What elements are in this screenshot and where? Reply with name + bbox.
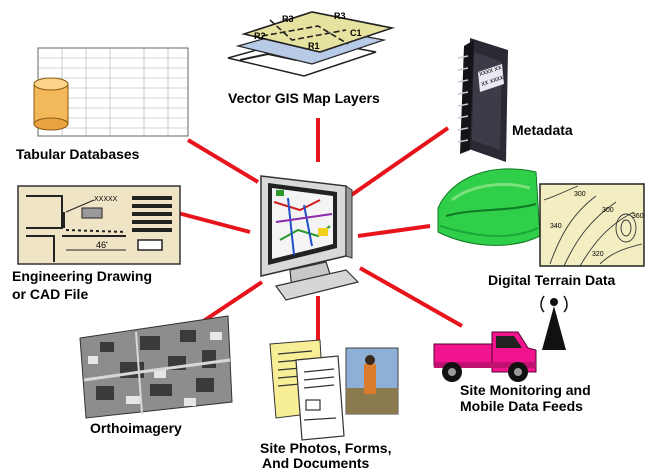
label-engineering-line2: or CAD File [12, 286, 89, 302]
map-layer-label-r1: R1 [308, 41, 320, 51]
label-engineering-line1: Engineering Drawing [12, 268, 153, 284]
topo-contour-label-2: 300 [602, 207, 614, 214]
digital-terrain-icon [437, 168, 645, 267]
label-metadata: Metadata [512, 122, 573, 138]
connector-metadata [348, 126, 450, 198]
connector-monitoring [359, 266, 463, 328]
connector-terrain [357, 224, 431, 238]
connector-ortho [200, 280, 264, 324]
map-layer-label-r2: R2 [254, 31, 266, 41]
connector-tabular [186, 138, 260, 184]
cad-dimension-text: 46' [96, 240, 108, 250]
map-layer-label-r3b: R3 [334, 11, 346, 21]
cad-drawing-icon [17, 185, 181, 265]
label-monitoring-line2: Mobile Data Feeds [460, 398, 583, 414]
tabular-database-icon [33, 47, 189, 137]
label-site-docs-line2: And Documents [262, 455, 370, 471]
orthoimagery-icon [79, 315, 233, 419]
label-orthoimagery: Orthoimagery [90, 420, 182, 436]
cad-callout-text: XXXXX [94, 196, 118, 203]
label-digital-terrain: Digital Terrain Data [488, 272, 616, 288]
label-tabular-databases: Tabular Databases [16, 146, 140, 162]
vector-gis-layers-icon [227, 11, 396, 77]
label-site-docs-line1: Site Photos, Forms, [260, 440, 392, 456]
map-layer-label-r3a: R3 [282, 14, 294, 24]
site-monitoring-truck-icon [433, 331, 537, 382]
site-documents-icon [269, 339, 399, 441]
connector-lines [177, 118, 463, 340]
topo-contour-label-5: 320 [592, 251, 604, 258]
topo-contour-label-1: 300 [574, 191, 586, 198]
metadata-book-icon [457, 38, 508, 162]
connector-engineering [177, 211, 251, 234]
screen-map-icon [273, 190, 333, 256]
computer-monitor-icon [260, 175, 360, 301]
topo-contour-label-4: 360 [632, 213, 644, 220]
label-monitoring-line1: Site Monitoring and [460, 382, 591, 398]
radio-tower-icon [540, 295, 568, 350]
topo-contour-label-3: 340 [550, 223, 562, 230]
label-vector-gis: Vector GIS Map Layers [228, 90, 380, 106]
map-layer-label-c1: C1 [350, 28, 362, 38]
